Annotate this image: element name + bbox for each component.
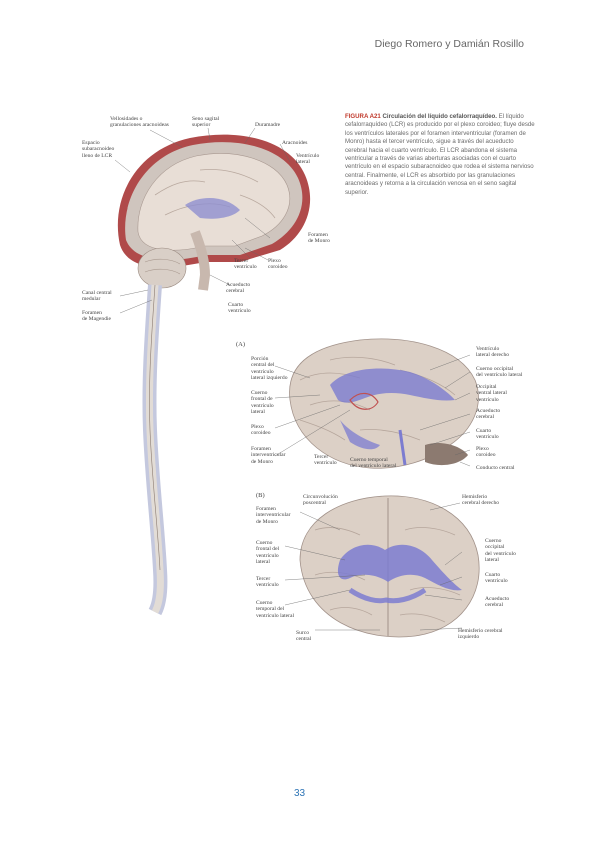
figure-caption-body: El líquido cefalorraquídeo (LCR) es prod… <box>345 113 535 196</box>
label-b-circunvolucion: Circunvolución poscentral <box>303 494 338 507</box>
superior-brain-illustration <box>299 495 480 638</box>
label-b-tercer: Tercer ventrículo <box>256 576 279 589</box>
label-b-hemisferio-izq: Hemisferio cerebral izquierdo <box>458 628 503 641</box>
leader-lines <box>114 127 471 631</box>
panel-b-letter: (B) <box>256 492 265 499</box>
label-granulaciones: Vellosidades o granulaciones aracnoideas <box>110 116 169 129</box>
figure-caption: FIGURA A21 Circulación del líquido cefal… <box>345 113 535 197</box>
page-header-author: Diego Romero y Damián Rosillo <box>374 38 524 50</box>
label-canal-central: Canal central medular <box>82 290 112 303</box>
label-b-cuerno-temporal: Cuerno temporal del ventrículo lateral <box>256 600 295 619</box>
label-a-tercer: Tercer ventrículo <box>314 454 337 467</box>
label-b-foramen: Foramen interventricular de Monro <box>256 506 291 525</box>
figure-label: FIGURA A21 <box>345 113 381 120</box>
page-number: 33 <box>293 788 306 799</box>
label-a-cuerno-temporal: Cuerno temporal del ventrículo lateral <box>350 457 397 470</box>
label-ventriculo-lateral: Ventrículo lateral <box>296 153 320 166</box>
label-acueducto-cerebral: Acueducto cerebral <box>226 282 251 295</box>
label-aracnoides: Aracnoides <box>282 140 308 146</box>
figure-title: Circulación del líquido cefalorraquídeo. <box>382 113 497 120</box>
label-a-vent-derecho: Ventrículo lateral derecho <box>476 346 510 359</box>
label-foramen-magendie: Foramen de Magendie <box>82 310 112 323</box>
lateral-brain-illustration <box>289 338 479 469</box>
label-b-hemisferio-der: Hemisferio cerebral derecho <box>462 494 500 507</box>
sagittal-brain-illustration <box>117 134 311 616</box>
label-a-cuerno-frontal: Cuerno frontal de ventrículo lateral <box>251 390 274 416</box>
label-seno-sagital: Seno sagital superior <box>192 116 220 129</box>
label-b-acueducto: Acueducto cerebral <box>485 596 510 609</box>
label-a-foramen: Foramen interventricular de Monro <box>251 446 286 465</box>
label-b-cuerno-frontal: Cuerno frontal del ventrículo lateral <box>256 540 280 566</box>
label-a-cuerno-occipital: Cuerno occipital del ventrículo lateral <box>476 366 523 379</box>
label-b-cuerno-occipital: Cuerno occipital del ventrículo lateral <box>485 538 516 564</box>
label-b-surco: Surco central <box>296 630 312 643</box>
label-a-plexo: Plexo coroideo <box>251 424 271 437</box>
label-duramadre: Duramadre <box>255 122 281 128</box>
label-a-occipital-izq: Occipital ventral lateral ventrículo <box>476 384 507 403</box>
label-espacio-subaracnoideo: Espacio subaracnoideo lleno de LCR <box>82 140 115 159</box>
label-cuarto-ventriculo: Cuarto ventrículo <box>228 302 251 315</box>
label-a-porcion-central: Porción central del ventrículo lateral i… <box>251 356 288 382</box>
label-foramen-monro: Foramen de Monro <box>308 232 330 245</box>
label-a-cuarto: Cuarto ventrículo <box>476 428 499 441</box>
label-plexo-coroideo: Plexo coroideo <box>268 258 288 271</box>
label-a-conducto: Conducto central <box>476 465 515 471</box>
label-a-plexo2: Plexo coroideo <box>476 446 496 459</box>
label-tercer-ventriculo: Tercer ventrículo <box>234 258 257 271</box>
label-a-acueducto: Acueducto cerebral <box>476 408 501 421</box>
label-b-cuarto: Cuarto ventrículo <box>485 572 508 585</box>
panel-a-letter: (A) <box>236 341 246 348</box>
